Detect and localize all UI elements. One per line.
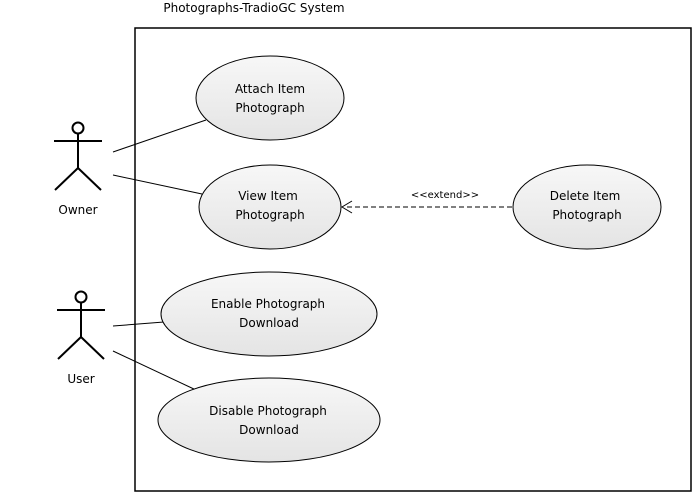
actor-owner-left-leg (54, 167, 79, 191)
usecase-disable-photograph-download[interactable]: Disable Photograph Download (157, 377, 381, 463)
extend-label: <<extend>> (411, 190, 479, 201)
actor-owner-right-leg (77, 167, 102, 191)
usecase-view-ellipse (198, 164, 342, 250)
usecase-delete-ellipse (512, 164, 662, 250)
system-boundary (134, 27, 692, 492)
usecase-attach-ellipse (195, 55, 345, 141)
usecase-attach-label-line1: Attach Item (235, 82, 305, 96)
actor-user-right-leg (80, 336, 105, 360)
association-owner-attach (112, 119, 207, 153)
actor-user-head (74, 290, 88, 304)
usecase-view-item-photograph[interactable]: View Item Photograph (198, 164, 342, 250)
actor-owner-label: Owner (58, 203, 97, 217)
usecase-attach-item-photograph[interactable]: Attach Item Photograph (195, 55, 345, 141)
extend-arrowhead (341, 200, 353, 214)
usecase-delete-label-line1: Delete Item (550, 189, 621, 203)
actor-user-left-leg (57, 336, 82, 360)
usecase-delete-label-line2: Photograph (552, 208, 621, 222)
association-user-disable (112, 350, 197, 391)
usecase-delete-item-photograph[interactable]: Delete Item Photograph (512, 164, 662, 250)
system-title: Photographs-TradioGC System (163, 1, 344, 15)
usecase-enable-photograph-download[interactable]: Enable Photograph Download (160, 271, 378, 357)
usecase-view-label-line2: Photograph (235, 208, 304, 222)
actor-owner[interactable]: Owner (54, 121, 102, 218)
association-owner-view (112, 174, 203, 195)
usecase-view-label-line1: View Item (238, 189, 298, 203)
usecase-enable-label-line1: Enable Photograph (211, 297, 325, 311)
usecase-enable-ellipse (160, 271, 378, 357)
usecase-disable-label-line1: Disable Photograph (209, 404, 327, 418)
usecase-disable-ellipse (157, 377, 381, 463)
usecase-attach-label-line2: Photograph (235, 101, 304, 115)
actor-owner-head (71, 121, 85, 135)
usecase-disable-label-line2: Download (239, 423, 299, 437)
usecase-enable-label-line2: Download (239, 316, 299, 330)
actor-user[interactable]: User (57, 290, 105, 387)
actor-user-label: User (67, 372, 94, 386)
association-user-enable (112, 321, 165, 327)
